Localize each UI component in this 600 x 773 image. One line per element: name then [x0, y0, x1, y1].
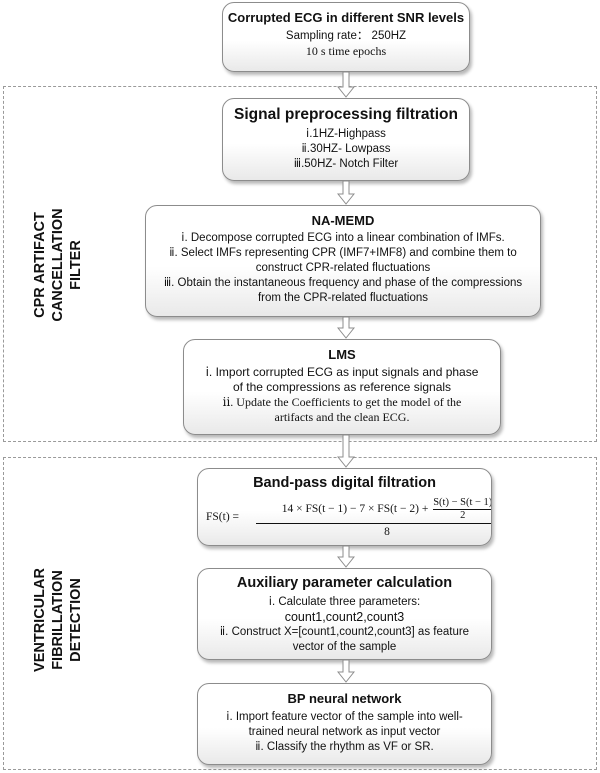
input-box-line: 10 s time epochs	[305, 44, 387, 58]
preprocess-box-line: ⅰ.1HZ-Highpass	[306, 128, 386, 140]
bpnn-box-line: trained neural network as input vector	[248, 726, 441, 738]
namemd-box-line: ⅰ. Decompose corrupted ECG into a linear…	[181, 232, 505, 244]
preprocess-box-line: ⅲ.50HZ- Notch Filter	[293, 158, 399, 170]
section-label-cpr-artifact-cancellation: CPR ARTIFACT CANCELLATION FILTER	[32, 208, 84, 322]
preprocess-box: Signal preprocessing filtration ⅰ.1HZ-Hi…	[222, 98, 470, 181]
lms-box-title: LMS	[328, 347, 356, 362]
namemd-box: NA-MEMD ⅰ. Decompose corrupted ECG into …	[145, 205, 541, 317]
input-box: Corrupted ECG in different SNR levels Sa…	[222, 2, 470, 72]
bpnn-box: BP neural network ⅰ. Import feature vect…	[197, 683, 492, 765]
bandpass-formula: FS(t) = 14 × FS(t − 1) − 7 × FS(t − 2) +…	[206, 497, 491, 538]
namemd-box-line: ⅲ. Obtain the instantaneous frequency an…	[163, 277, 523, 289]
formula-fraction: 14 × FS(t − 1) − 7 × FS(t − 2) + S(t) − …	[256, 497, 492, 538]
auxiliary-box-line: vector of the sample	[292, 641, 397, 653]
section-label-ventricular-fibrillation-detection: VENTRICULAR FIBRILLATION DETECTION	[32, 568, 84, 672]
flow-arrow	[337, 546, 355, 568]
flow-arrow	[337, 435, 355, 468]
namemd-box-line: ⅱ. Select IMFs representing CPR (IMF7+IM…	[169, 247, 517, 259]
formula-inner-numerator: S(t) − S(t − 1)	[433, 497, 492, 510]
formula-inner-denominator: 2	[460, 510, 466, 521]
namemd-box-line: construct CPR-related fluctuations	[255, 262, 431, 274]
auxiliary-box-title: Auxiliary parameter calculation	[236, 575, 453, 591]
lms-box: LMS ⅰ. Import corrupted ECG as input sig…	[183, 339, 501, 435]
preprocess-box-title: Signal preprocessing filtration	[234, 106, 458, 123]
flow-arrow	[337, 660, 355, 683]
input-box-title: Corrupted ECG in different SNR levels	[227, 10, 465, 25]
section-ventricular-fibrillation-detection	[3, 457, 597, 770]
lms-box-line: of the compressions as reference signals	[232, 380, 452, 394]
flow-arrow	[337, 181, 355, 205]
bpnn-box-line: ⅰ. Import feature vector of the sample i…	[226, 711, 463, 723]
bpnn-box-title: BP neural network	[287, 691, 402, 706]
formula-inner-fraction: S(t) − S(t − 1) 2	[433, 497, 492, 522]
auxiliary-box-line: count1,count2,count3	[284, 610, 405, 624]
preprocess-box-line: ⅱ.30HZ- Lowpass	[301, 143, 391, 155]
flow-arrow	[337, 317, 355, 339]
input-box-line: Sampling rate： 250HZ	[285, 30, 407, 42]
formula-denominator: 8	[384, 526, 390, 538]
formula-numerator: 14 × FS(t − 1) − 7 × FS(t − 2) + S(t) − …	[256, 497, 492, 524]
flow-arrow	[337, 72, 355, 98]
auxiliary-box-line: ⅱ. Construct X=[count1,count2,count3] as…	[219, 626, 470, 638]
namemd-box-line: from the CPR-related fluctuations	[257, 292, 429, 304]
lms-box-line: artifacts and the clean ECG.	[274, 410, 410, 424]
auxiliary-box-line: ⅰ. Calculate three parameters:	[268, 596, 421, 608]
bandpass-box-title: Band-pass digital filtration	[253, 475, 436, 491]
formula-lhs: FS(t) =	[206, 511, 240, 523]
bpnn-box-line: ⅱ. Classify the rhythm as VF or SR.	[255, 741, 434, 753]
namemd-box-title: NA-MEMD	[311, 213, 375, 228]
lms-box-line: ⅰ. Import corrupted ECG as input signals…	[205, 365, 479, 379]
section-cpr-artifact-cancellation	[3, 86, 597, 442]
lms-box-line: ⅱ. Update the Coefficients to get the mo…	[222, 395, 462, 409]
bandpass-box: Band-pass digital filtration FS(t) = 14 …	[197, 468, 492, 546]
auxiliary-box: Auxiliary parameter calculation ⅰ. Calcu…	[197, 568, 492, 660]
